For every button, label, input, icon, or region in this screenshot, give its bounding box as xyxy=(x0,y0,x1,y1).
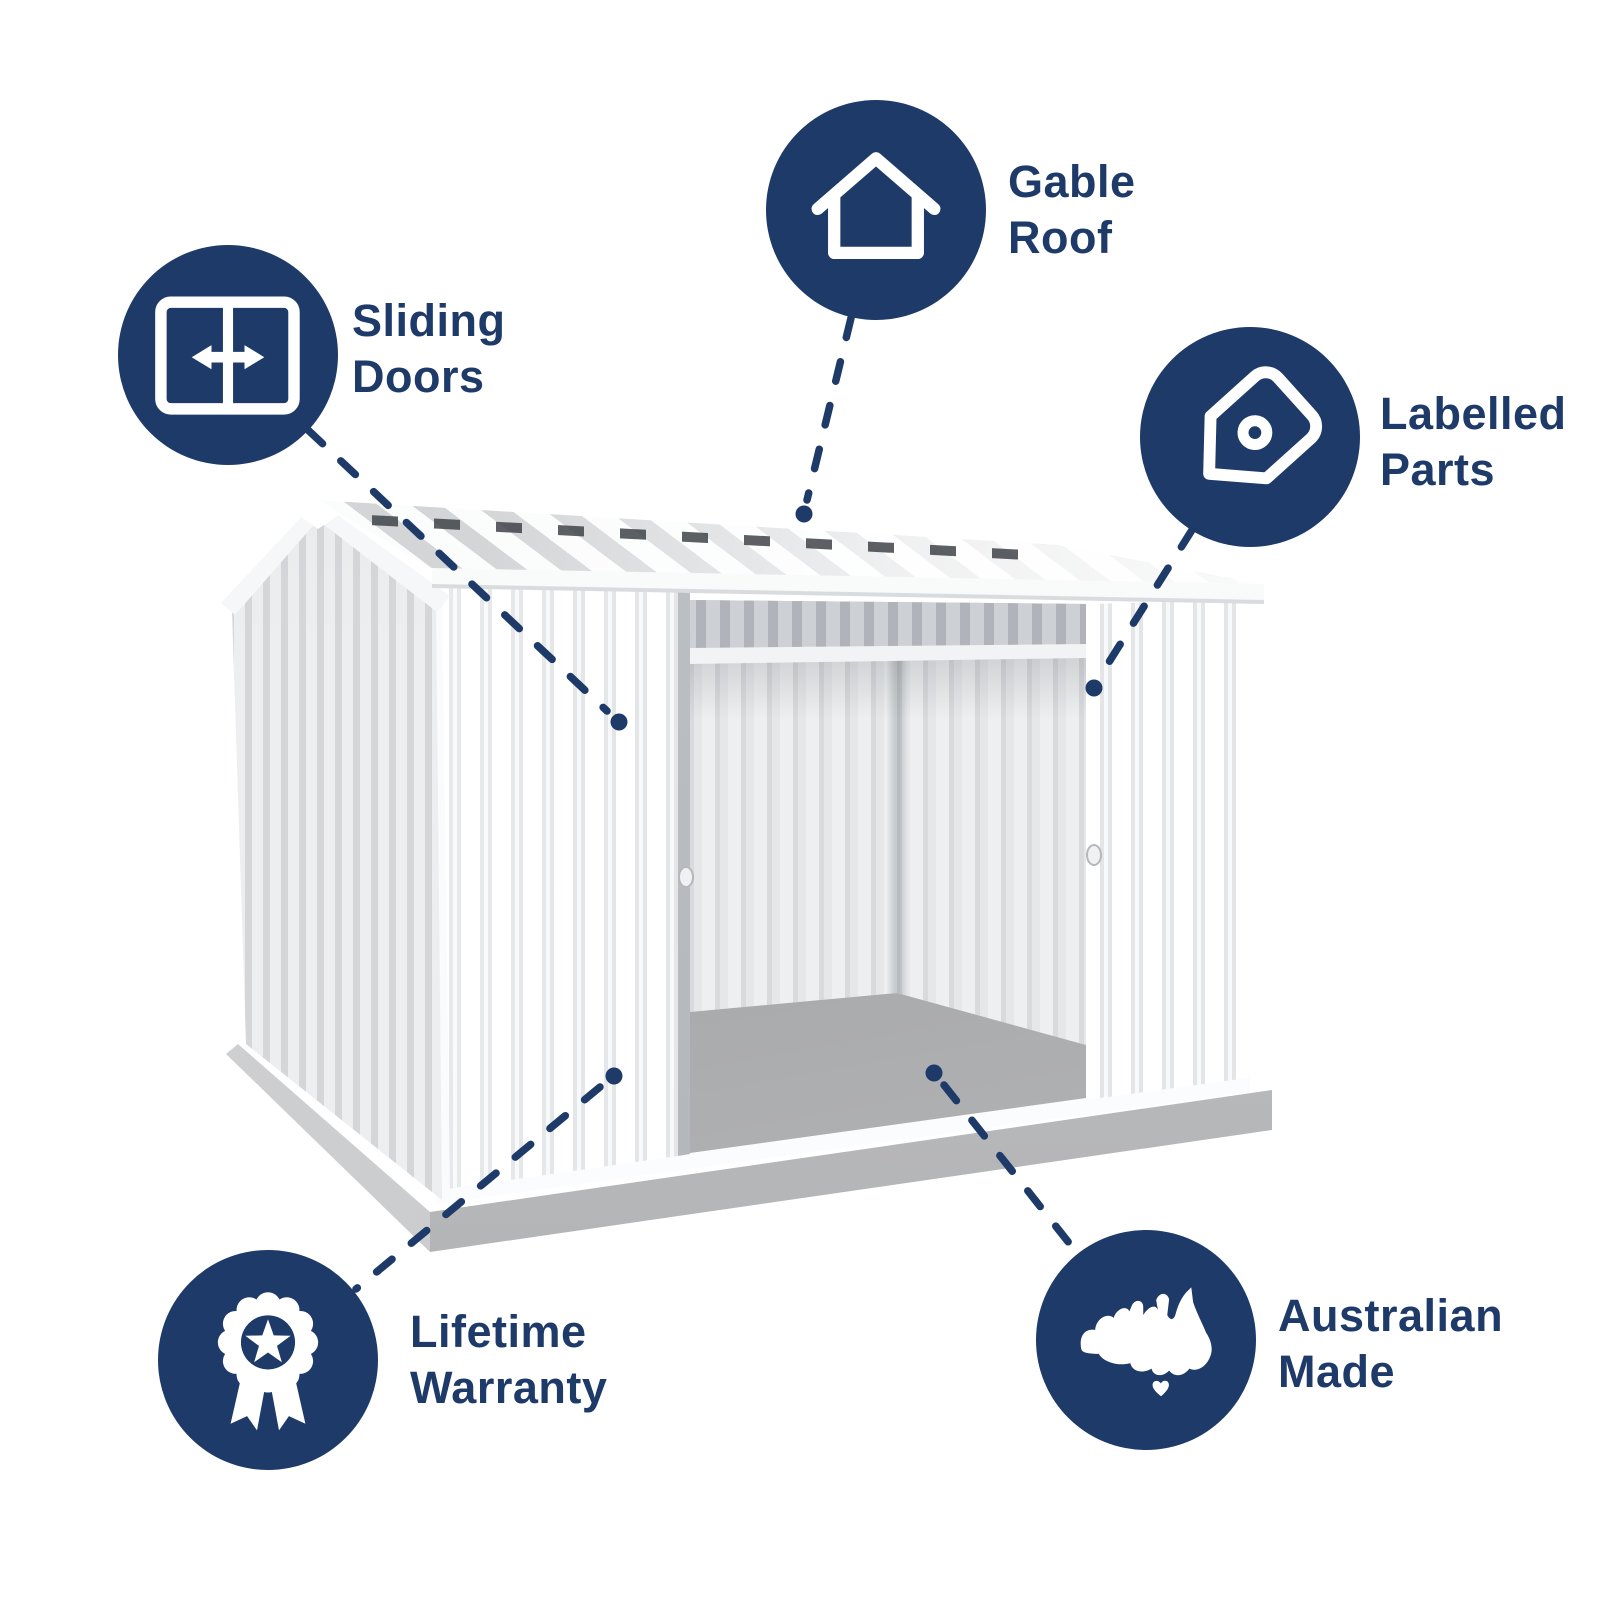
award-ribbon-icon xyxy=(217,1292,319,1431)
connector-dot-gable-roof xyxy=(795,505,813,523)
tag-icon xyxy=(1203,366,1323,485)
sliding-doors-icon xyxy=(155,296,300,415)
door-handle-left xyxy=(678,866,694,888)
feature-label-lifetime-warranty: Lifetime Warranty xyxy=(410,1306,608,1413)
feature-label-australian-made: Australian Made xyxy=(1278,1290,1504,1397)
connector-sliding-doors xyxy=(304,426,611,715)
australia-map-icon xyxy=(1080,1287,1212,1397)
connector-gable-roof xyxy=(803,314,855,504)
feature-badge-lifetime-warranty xyxy=(158,1250,378,1470)
gable-roof-icon xyxy=(811,152,941,260)
feature-label-sliding-doors: Sliding Doors xyxy=(352,295,506,402)
door-handle-right xyxy=(1086,844,1102,866)
connector-australian-made xyxy=(940,1081,1081,1257)
feature-badge-labelled-parts xyxy=(1140,327,1360,547)
connector-labelled-parts xyxy=(1095,526,1196,682)
feature-badge-gable-roof xyxy=(766,100,986,320)
connector-dot-lifetime-warranty xyxy=(605,1067,623,1085)
connector-dot-sliding-doors xyxy=(610,713,628,731)
feature-badge-sliding-doors xyxy=(118,245,338,465)
connector-dot-labelled-parts xyxy=(1085,679,1103,697)
feature-label-gable-roof: Gable Roof xyxy=(1008,156,1136,263)
connector-lifetime-warranty xyxy=(352,1083,604,1293)
feature-label-labelled-parts: Labelled Parts xyxy=(1380,388,1567,495)
feature-badge-australian-made xyxy=(1036,1230,1256,1450)
connector-dot-australian-made xyxy=(925,1064,943,1082)
